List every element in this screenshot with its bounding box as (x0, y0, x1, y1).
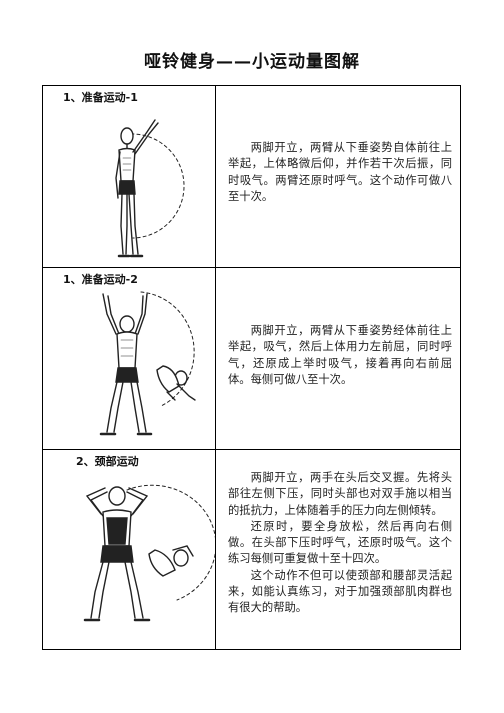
page-title: 哑铃健身——小运动量图解 (144, 52, 360, 72)
exercise-label-3: 2、颈部运动 (76, 455, 139, 468)
exercise-row-3: 2、颈部运动 两脚开立，两手在头后交叉握。先将头部往左侧下压，同时头部也对双手施… (42, 449, 461, 650)
exercise-description-3: 两脚开立，两手在头后交叉握。先将头部往左侧下压，同时头部也对双手施以相当的抵抗力… (216, 450, 460, 617)
exercise-paragraph: 还原时，要全身放松，然后再向右侧做。在头部下压时呼气，还原时吸气。这个练习每侧可… (228, 519, 452, 566)
exercise-figure-cell-3: 2、颈部运动 (42, 449, 216, 650)
exercise-label-2: 1、准备运动-2 (63, 273, 138, 286)
exercise-paragraph: 这个动作不但可以使颈部和腰部灵活起来，如能认真练习，对于加强颈部肌肉群也有很大的… (228, 568, 452, 615)
exercise-description-1: 两脚开立，两臂从下垂姿势自体前往上举起，上体略微后仰，并作若干次后振，同时吸气。… (216, 86, 460, 205)
exercise-paragraph: 两脚开立，两臂从下垂姿势自体前往上举起，上体略微后仰，并作若干次后振，同时吸气。… (228, 141, 452, 203)
exercise-row-1: 1、准备运动-1 两脚开立，两臂从下垂姿势自体前往上举起，上体略微后仰，并作若干… (42, 85, 461, 268)
exercise-desc-cell-3: 两脚开立，两手在头后交叉握。先将头部往左侧下压，同时头部也对双手施以相当的抵抗力… (215, 449, 461, 650)
exercise-table: 1、准备运动-1 两脚开立，两臂从下垂姿势自体前往上举起，上体略微后仰，并作若干… (42, 85, 461, 650)
exercise-description-2: 两脚开立，两臂从下垂姿势经体前往上举起，吸气，然后上体用力左前屈，同时呼气，还原… (216, 268, 460, 388)
exercise-paragraph: 两脚开立，两臂从下垂姿势经体前往上举起，吸气，然后上体用力左前屈，同时呼气，还原… (228, 324, 452, 386)
arms-up-forward-bend-figure (99, 291, 196, 436)
exercise-figure-cell-1: 1、准备运动-1 (42, 85, 216, 268)
exercise-label-1: 1、准备运动-1 (63, 91, 138, 104)
exercise-row-2: 1、准备运动-2 两脚开立，两臂从下垂姿势经体前往上举起，吸气，然后上体用力左前… (42, 267, 461, 450)
exercise-paragraph: 两脚开立，两手在头后交叉握。先将头部往左侧下压，同时头部也对双手施以相当的抵抗力… (228, 471, 452, 517)
standing-arm-raise-figure (115, 119, 185, 258)
exercise-desc-cell-2: 两脚开立，两臂从下垂姿势经体前往上举起，吸气，然后上体用力左前屈，同时呼气，还原… (215, 267, 461, 450)
exercise-desc-cell-1: 两脚开立，两臂从下垂姿势自体前往上举起，上体略微后仰，并作若干次后振，同时吸气。… (215, 85, 461, 268)
neck-exercise-figure (83, 484, 215, 622)
exercise-figure-cell-2: 1、准备运动-2 (42, 267, 216, 450)
